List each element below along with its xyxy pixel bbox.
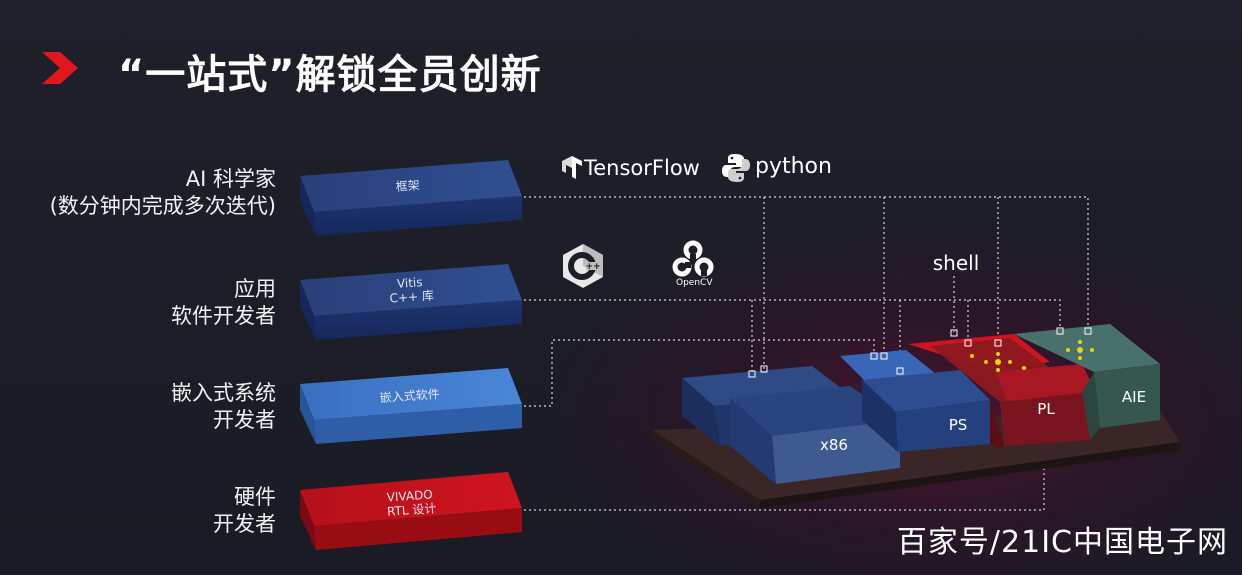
role-label-2: 软件开发者 (171, 304, 276, 328)
chip-ps-label: PS (949, 416, 968, 434)
chip-aie-label: AIE (1122, 388, 1146, 406)
role-label-1: 应用 (234, 277, 276, 301)
python-icon (722, 154, 750, 182)
shell-chip-icon (970, 352, 1026, 372)
role-hardware-developer: 硬件 开发者 (213, 484, 276, 538)
block-label: C++ 库 (389, 287, 434, 305)
connector-markers (748, 327, 1092, 378)
role-label-2: (数分钟内完成多次迭代) (49, 194, 276, 218)
opencv-icon (672, 240, 714, 277)
chevron-icon (42, 52, 78, 84)
chip-ps: PS (840, 350, 990, 452)
role-label-2: 开发者 (213, 512, 276, 536)
block-vitis: Vitis C++ 库 (300, 264, 522, 340)
block-label: VIVADO (386, 487, 433, 504)
role-label-2: 开发者 (213, 408, 276, 432)
chip-pl-label: PL (1037, 400, 1055, 418)
role-label-1: AI 科学家 (185, 167, 276, 191)
chip-x86-label: x86 (820, 436, 848, 454)
block-embedded-software: 嵌入式软件 (300, 368, 522, 444)
cpp-icon: ++ (563, 244, 603, 288)
block-label: RTL 设计 (387, 501, 437, 518)
block-framework: 框架 (300, 160, 522, 236)
block-vivado: VIVADO RTL 设计 (300, 472, 522, 550)
shell-label: shell (933, 251, 980, 275)
block-label: 框架 (395, 178, 420, 194)
aie-chip-icon (1066, 340, 1094, 360)
chip-pl: PL (908, 334, 1098, 450)
block-label: 嵌入式软件 (379, 387, 440, 405)
role-ai-scientist: AI 科学家 (数分钟内完成多次迭代) (50, 166, 276, 220)
page-title: “一站式”解锁全员创新 (118, 52, 542, 98)
python-label: python (755, 154, 832, 179)
role-label-1: 嵌入式系统 (171, 381, 276, 405)
role-embedded-developer: 嵌入式系统 开发者 (171, 380, 276, 434)
tensorflow-label: TensorFlow (584, 156, 700, 180)
tensorflow-icon (562, 156, 582, 179)
role-label-1: 硬件 (234, 485, 276, 509)
chip-x86: x86 (682, 366, 900, 484)
opencv-label: OpenCV (676, 278, 713, 288)
role-app-developer: 应用 软件开发者 (171, 276, 276, 330)
chip-aie: AIE (1014, 324, 1160, 440)
watermark: 百家号/21IC中国电子网 (896, 525, 1228, 560)
svg-text:++: ++ (585, 262, 600, 272)
block-label: Vitis (396, 275, 422, 291)
